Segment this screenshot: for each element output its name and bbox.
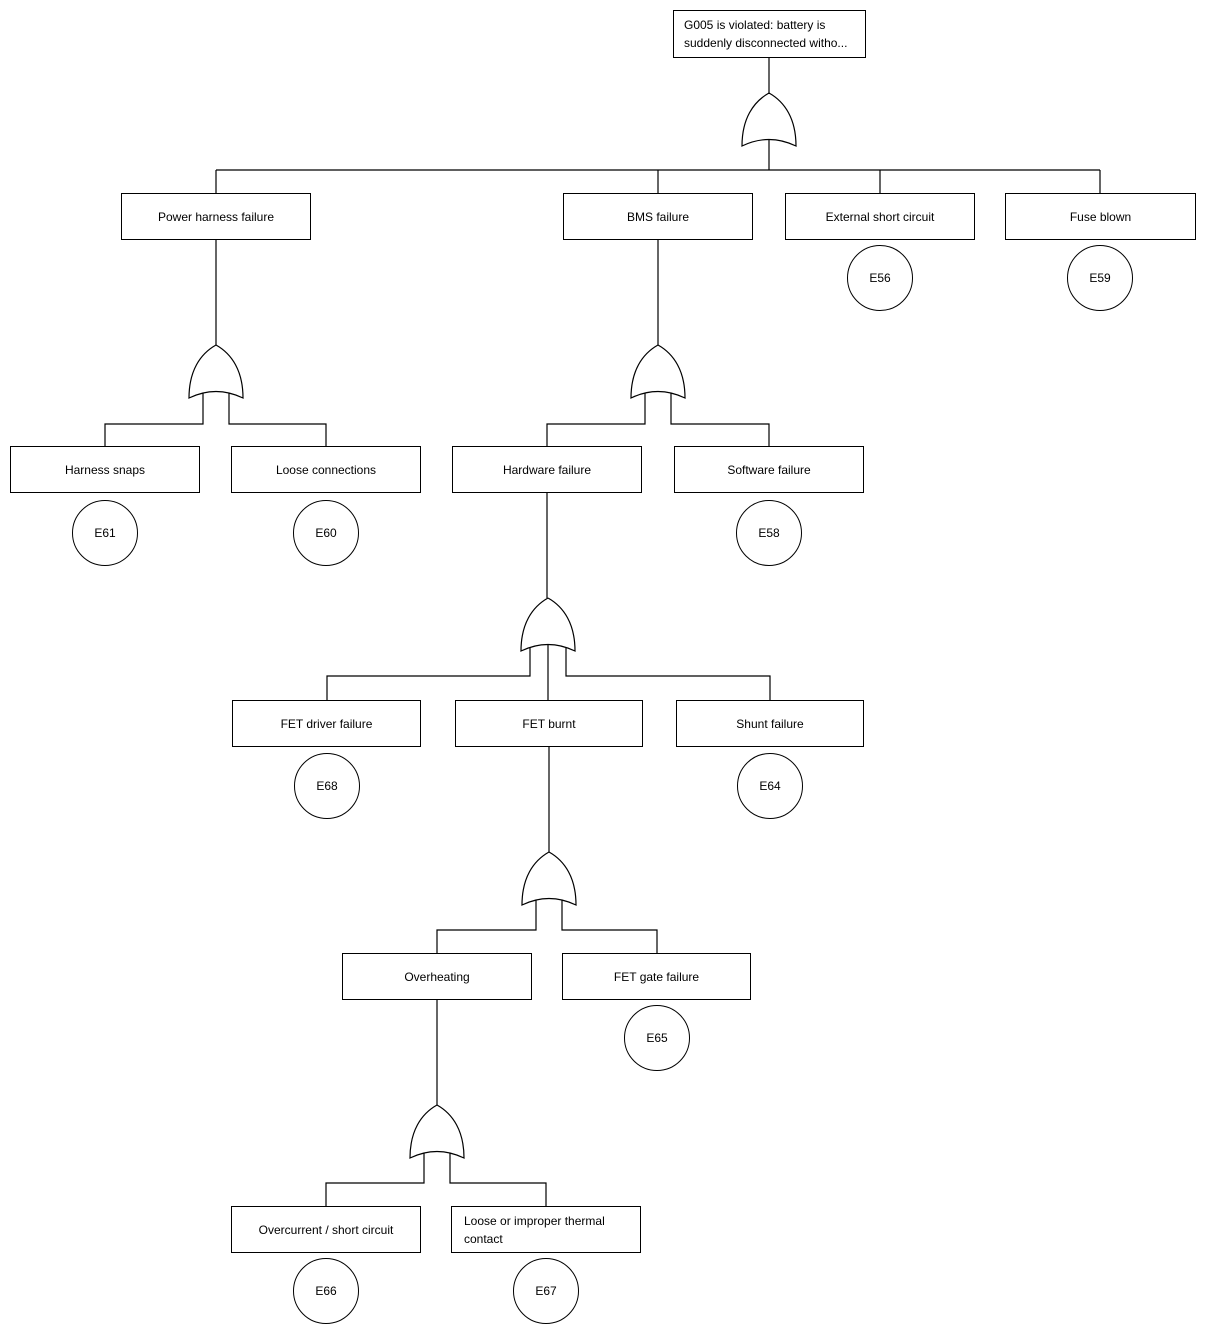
basic-event-id: E65 (646, 1031, 668, 1045)
basic-event-id: E60 (315, 526, 337, 540)
event-box-software-failure: Software failure (674, 446, 864, 493)
basic-event-circle-e66: E66 (293, 1258, 359, 1324)
event-label: Harness snaps (64, 462, 146, 477)
or-gate-hardware-failure (520, 597, 576, 652)
basic-event-id: E58 (758, 526, 780, 540)
basic-event-circle-e60: E60 (293, 500, 359, 566)
event-label: FET gate failure (613, 969, 700, 984)
event-box-loose-connections: Loose connections (231, 446, 421, 493)
event-box-loose-improper-thermal-contact: Loose or improper thermal contact (451, 1206, 641, 1253)
event-box-fet-gate-failure: FET gate failure (562, 953, 751, 1000)
event-label: Loose or improper thermal contact (464, 1213, 605, 1246)
basic-event-id: E67 (535, 1284, 557, 1298)
basic-event-id: E68 (316, 779, 338, 793)
event-box-fet-burnt: FET burnt (455, 700, 643, 747)
basic-event-circle-e64: E64 (737, 753, 803, 819)
event-box-fuse-blown: Fuse blown (1005, 193, 1196, 240)
or-gate-fet-burnt (521, 851, 577, 906)
event-label: G005 is violated: battery is suddenly di… (684, 18, 848, 50)
event-box-power-harness-failure: Power harness failure (121, 193, 311, 240)
event-label: Overheating (404, 969, 470, 984)
or-gate-overheating (409, 1104, 465, 1159)
basic-event-id: E64 (759, 779, 781, 793)
basic-event-id: E66 (315, 1284, 337, 1298)
event-box-overcurrent-short-circuit: Overcurrent / short circuit (231, 1206, 421, 1253)
basic-event-circle-e65: E65 (624, 1005, 690, 1071)
event-label: Shunt failure (736, 716, 804, 731)
event-box-external-short-circuit: External short circuit (785, 193, 975, 240)
basic-event-id: E59 (1089, 271, 1111, 285)
or-gate-bms-failure (630, 344, 686, 399)
event-box-fet-driver-failure: FET driver failure (232, 700, 421, 747)
event-label: BMS failure (626, 209, 690, 224)
basic-event-circle-e61: E61 (72, 500, 138, 566)
event-label: FET burnt (522, 716, 576, 731)
event-label: Power harness failure (157, 209, 275, 224)
event-label: Fuse blown (1069, 209, 1132, 224)
event-box-overheating: Overheating (342, 953, 532, 1000)
event-box-harness-snaps: Harness snaps (10, 446, 200, 493)
event-label: Hardware failure (502, 462, 592, 477)
basic-event-circle-e59: E59 (1067, 245, 1133, 311)
basic-event-circle-e67: E67 (513, 1258, 579, 1324)
basic-event-circle-e68: E68 (294, 753, 360, 819)
event-label: Software failure (727, 462, 811, 477)
event-label: FET driver failure (280, 716, 373, 731)
event-label: Overcurrent / short circuit (258, 1222, 394, 1237)
connector-lines (104, 58, 1101, 1206)
event-label: External short circuit (825, 209, 935, 224)
basic-event-circle-e56: E56 (847, 245, 913, 311)
gate-symbols (188, 92, 797, 1159)
or-gate-root (741, 92, 797, 147)
basic-event-circle-e58: E58 (736, 500, 802, 566)
basic-event-id: E61 (94, 526, 116, 540)
event-box-shunt-failure: Shunt failure (676, 700, 864, 747)
event-box-root: G005 is violated: battery is suddenly di… (673, 10, 866, 58)
or-gate-power-harness-failure (188, 344, 244, 399)
event-label: Loose connections (275, 462, 377, 477)
basic-event-id: E56 (869, 271, 891, 285)
event-box-bms-failure: BMS failure (563, 193, 753, 240)
event-box-hardware-failure: Hardware failure (452, 446, 642, 493)
